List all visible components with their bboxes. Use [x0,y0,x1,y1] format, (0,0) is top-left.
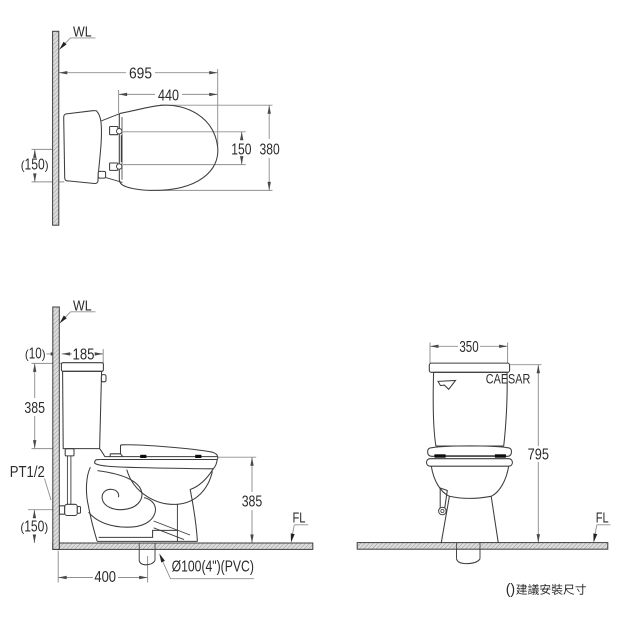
svg-text:Ø100(4")(PVC): Ø100(4")(PVC) [172,558,254,575]
svg-text:380: 380 [260,141,280,158]
svg-text:185: 185 [73,346,95,363]
svg-text:385: 385 [242,493,263,510]
svg-text:150: 150 [231,141,251,158]
svg-text:FL: FL [596,511,609,527]
svg-text:(: ( [20,522,24,534]
svg-text:): ) [42,349,46,361]
svg-text:385: 385 [24,400,45,417]
svg-text:(): () [506,582,516,598]
svg-text:): ) [45,161,49,173]
svg-text:400: 400 [94,569,116,586]
svg-text:PT1/2: PT1/2 [10,464,45,481]
svg-text:CAESAR: CAESAR [486,371,531,386]
svg-text:(: ( [25,349,29,361]
svg-text:795: 795 [528,447,549,464]
svg-text:WL: WL [73,299,92,315]
svg-text:(: ( [21,161,25,173]
svg-text:350: 350 [459,339,478,356]
svg-text:10: 10 [29,345,42,362]
svg-text:150: 150 [25,157,45,174]
svg-text:): ) [44,522,48,534]
svg-text:WL: WL [73,25,92,41]
svg-text:FL: FL [293,511,306,527]
svg-text:440: 440 [158,87,179,104]
svg-text:695: 695 [129,66,152,83]
svg-text:150: 150 [24,518,44,535]
